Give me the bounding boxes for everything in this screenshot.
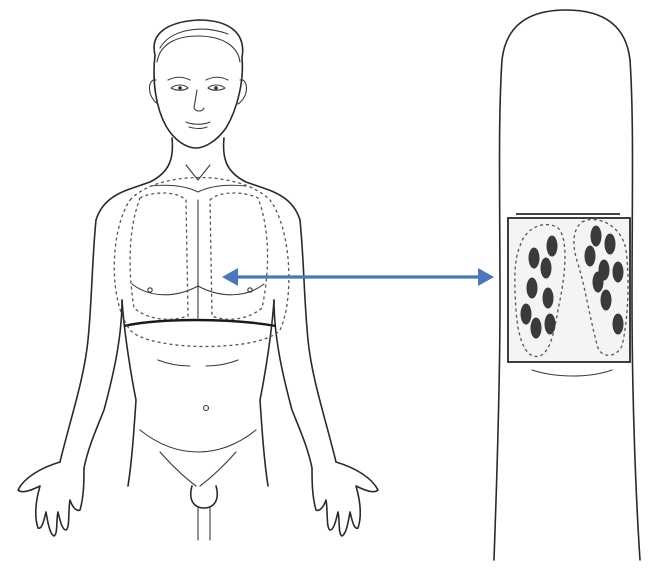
electrode-dot — [527, 278, 538, 299]
electrode-dot — [591, 226, 602, 247]
electrode-dot — [585, 246, 596, 267]
electrode-dot — [547, 236, 558, 257]
electrode-dot — [521, 304, 532, 325]
electrode-dot — [601, 290, 612, 311]
wristband-device-icon — [494, 10, 640, 560]
electrode-dot — [531, 318, 542, 339]
electrode-dot — [605, 234, 616, 255]
double-arrow — [222, 268, 494, 286]
human-figure-icon — [18, 20, 378, 540]
electrode-dot — [541, 258, 552, 279]
electrode-dot — [529, 248, 540, 269]
electrode-patch-icon — [508, 214, 630, 376]
head — [150, 20, 247, 148]
electrode-dot — [543, 288, 554, 309]
electrode-dot — [613, 314, 624, 335]
electrode-dot — [613, 262, 624, 283]
electrode-dot — [593, 272, 604, 293]
electrode-dot — [545, 314, 556, 335]
